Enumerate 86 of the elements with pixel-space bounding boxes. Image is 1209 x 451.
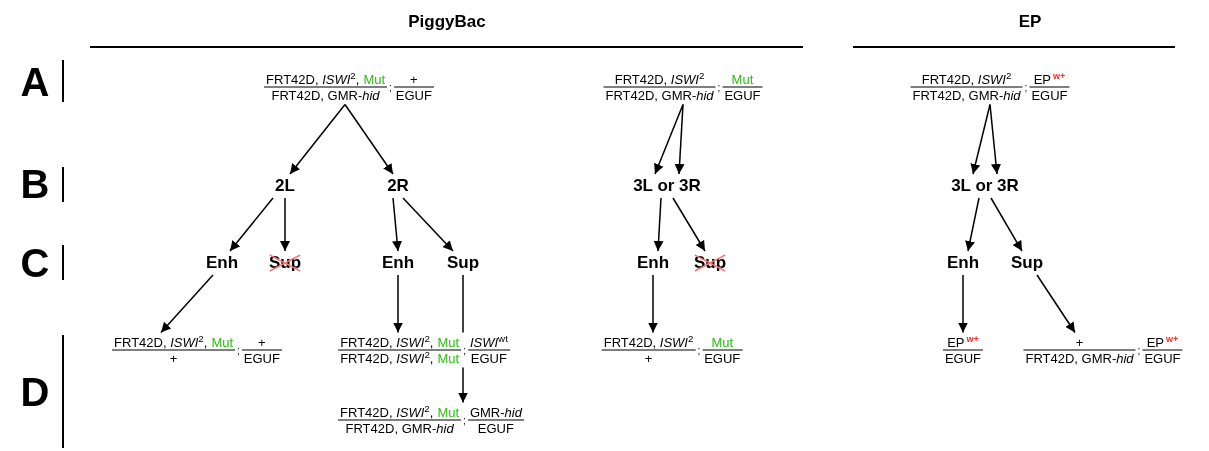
outcome-label: 2R <box>387 176 409 196</box>
genotype-text: EGUF <box>704 350 741 366</box>
genotype-text: GMR-hid <box>469 404 522 420</box>
arrow <box>1036 274 1076 334</box>
arrow <box>654 103 684 175</box>
genotype-text: EGUF <box>477 420 514 436</box>
outcome-label: Enh <box>636 253 670 273</box>
arrow <box>160 274 214 334</box>
arrow <box>672 197 706 252</box>
arrow <box>280 197 290 252</box>
separator: ; <box>1137 345 1141 355</box>
genotype-text: EGUF <box>1031 87 1068 103</box>
arrow <box>648 274 658 334</box>
genotype-text: FRT42D, ISWI$^{2}$ <box>614 71 705 87</box>
genotype-text: FRT42D, ISWI$^{2}$, <box>340 350 434 366</box>
genotype-text: FRT42D, GMR-hid <box>271 87 380 103</box>
genotype-text: + <box>644 350 653 366</box>
genotype-text: + <box>1075 334 1084 350</box>
outcome-label: 3L or 3R <box>633 176 701 196</box>
arrow <box>965 197 980 252</box>
genotype-text: EGUF <box>1144 350 1181 366</box>
row-letter: B <box>20 164 50 204</box>
genotype-text: + <box>169 350 178 366</box>
outcome-label: Enh <box>381 253 415 273</box>
mutation-label: Mut <box>211 334 234 350</box>
genotype-text: EP <box>1146 334 1164 350</box>
mutation-label: Mut <box>437 334 460 350</box>
genotype-text: EGUF <box>243 350 280 366</box>
genotype-text: EP <box>1033 71 1051 87</box>
genotype-text: FRT42D, GMR-hid <box>912 87 1021 103</box>
arrow <box>402 197 454 252</box>
genotype-text: FRT42D, GMR-hid <box>605 87 714 103</box>
arrow <box>458 366 468 404</box>
arrow <box>990 197 1023 252</box>
separator: ; <box>389 82 392 92</box>
genotype-text: FRT42D, ISWI$^{2}$, <box>266 71 360 87</box>
mutation-label: Mut <box>437 350 460 366</box>
genotype-text: FRT42D, ISWI$^{2}$ <box>603 334 694 350</box>
mutation-label: Mut <box>711 334 734 350</box>
arrow <box>674 103 685 175</box>
genotype-text: FRT42D, ISWI$^{2}$ <box>921 71 1012 87</box>
genotype-text: FRT42D, GMR-hid <box>1025 350 1134 366</box>
outcome-label: Sup <box>1010 253 1044 273</box>
arrow <box>392 197 403 252</box>
section-heading: PiggyBac <box>408 11 486 34</box>
outcome-label: 2L <box>275 176 295 196</box>
separator: ; <box>237 345 240 355</box>
arrow <box>393 274 403 334</box>
mutation-label: Mut <box>363 71 386 87</box>
arrow <box>229 197 274 252</box>
row-letter: A <box>20 62 50 102</box>
genotype-text: EP <box>947 334 965 350</box>
arrow <box>970 103 991 175</box>
outcome-label: 3L or 3R <box>951 176 1019 196</box>
genotype-text: EGUF <box>470 350 507 366</box>
separator: ; <box>717 82 721 92</box>
genotype-text: FRT42D, ISWI$^{2}$, <box>340 404 434 420</box>
separator: ; <box>463 345 466 355</box>
arrow <box>653 197 664 252</box>
section-heading: EP <box>1018 11 1042 34</box>
mutation-label: Mut <box>437 404 460 420</box>
allele-superscript: w+ <box>1166 334 1179 344</box>
separator: ; <box>1024 82 1028 92</box>
allele-superscript: w+ <box>966 334 979 344</box>
mutation-label: Mut <box>731 71 754 87</box>
genotype-text: + <box>410 71 418 87</box>
genotype-text: + <box>258 334 266 350</box>
genotype-text: FRT42D, ISWI$^{2}$, <box>114 334 208 350</box>
outcome-label: Sup <box>446 253 480 273</box>
outcome-label: Enh <box>205 253 239 273</box>
arrow <box>344 103 394 175</box>
outcome-label: Enh <box>946 253 980 273</box>
separator: ; <box>697 345 701 355</box>
genotype-text: ISWI$^{wt}$ <box>469 334 508 350</box>
row-letter: D <box>20 372 50 412</box>
genotype-text: EGUF <box>724 87 761 103</box>
separator: ; <box>463 415 466 425</box>
genotype-text: FRT42D, GMR-hid <box>345 420 454 436</box>
row-letter: C <box>20 243 50 283</box>
genotype-text: FRT42D, ISWI$^{2}$, <box>340 334 434 350</box>
arrow <box>958 274 968 334</box>
arrow <box>289 103 346 175</box>
genotype-text: EGUF <box>944 350 982 366</box>
arrow <box>989 103 1001 175</box>
allele-superscript: w+ <box>1053 71 1066 81</box>
genotype-text: EGUF <box>395 87 432 103</box>
